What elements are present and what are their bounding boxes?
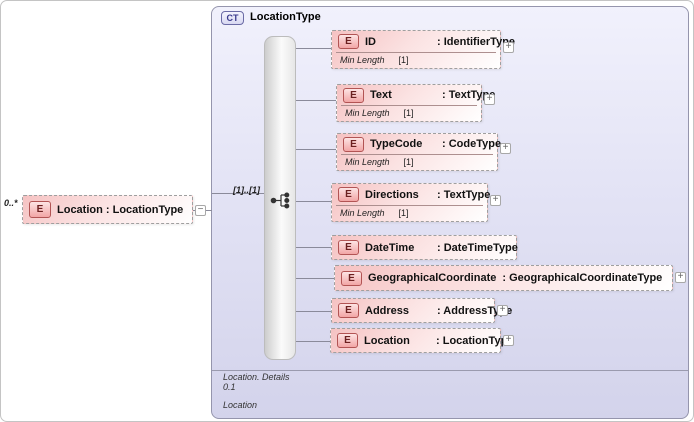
sequence-cardinality-label: [1]..[1] [233,185,260,195]
facet-row: Min Length [1] [341,154,493,170]
element-box[interactable]: E DateTime : DateTimeType [331,235,518,260]
connector-line [296,341,330,342]
element-main: E DateTime : DateTimeType [332,236,518,259]
element-icon: E [338,34,359,49]
element-box[interactable]: E ID : IdentifierType Min Length [1] [331,30,515,69]
element-box[interactable]: E Directions : TextType Min Length [1] [331,183,491,222]
footer-details-label: Location. Details [223,372,290,382]
facet-row: Min Length [1] [336,52,496,68]
footer-occurrence-label: 0.1 [223,382,236,392]
complex-type-badge-icon: CT [221,11,244,25]
sequence-bar[interactable] [264,36,296,360]
element-icon: E [343,87,364,103]
footer-name-label: Location [223,400,258,410]
connector-line [296,278,334,279]
cardinality-label: 0..* [4,198,18,208]
facet-value: [1] [403,157,414,167]
global-element-label: Location : LocationType [57,203,184,216]
expand-button[interactable]: + [484,94,495,105]
element-icon: E [29,201,51,218]
element-box[interactable]: E TypeCode : CodeType Min Length [1] [336,133,501,171]
connector-line [296,247,331,248]
element-type: : AddressType [437,304,513,317]
global-element-box[interactable]: E Location : LocationType [22,195,193,224]
connector-line [212,193,264,194]
facet-value: [1] [398,208,409,218]
element-main: E TypeCode : CodeType [337,134,501,154]
element-icon: E [338,303,359,318]
element-box[interactable]: E Location : LocationType [330,328,513,353]
element-name: DateTime [365,241,415,254]
expand-button[interactable]: + [500,143,511,154]
element-name: Directions [365,188,419,201]
facet-row: Min Length [1] [336,205,483,221]
element-name: Text [370,89,392,101]
element-type: : TextType [442,89,496,101]
element-name: GeographicalCoordinate [368,272,497,284]
element-type: : IdentifierType [437,35,516,48]
complex-type-title: LocationType [250,11,321,23]
facet-row: Min Length [1] [341,105,477,121]
collapse-button[interactable]: − [195,205,206,216]
element-icon: E [338,187,359,202]
element-icon: E [337,333,358,348]
element-icon: E [341,270,362,286]
element-type: : DateTimeType [437,241,518,254]
connector-line [296,149,336,150]
footer-divider [212,370,688,371]
element-type: : GeographicalCoordinateType [502,272,663,284]
expand-button[interactable]: + [503,42,514,53]
element-name: ID [365,35,376,48]
element-main: E Text : TextType [337,85,495,105]
element-main: E ID : IdentifierType [332,31,515,52]
element-main: E Location : LocationType [331,329,513,352]
connector-line [296,48,331,49]
element-type: : LocationType [436,334,514,347]
element-box[interactable]: E GeographicalCoordinate : GeographicalC… [334,265,673,291]
expand-button[interactable]: + [503,335,514,346]
connector-line [296,100,336,101]
expand-button[interactable]: + [675,272,686,283]
element-box[interactable]: E Text : TextType Min Length [1] [336,84,495,122]
facet-name: Min Length [345,108,390,118]
facet-name: Min Length [340,55,385,65]
element-type: : CodeType [442,138,502,150]
element-main: E Address : AddressType [332,299,512,322]
element-main: E Directions : TextType [332,184,491,205]
element-icon: E [338,240,359,255]
facet-value: [1] [398,55,409,65]
element-main: E GeographicalCoordinate : GeographicalC… [335,266,672,290]
facet-value: [1] [403,108,414,118]
element-name: TypeCode [370,138,423,150]
sequence-icon [270,192,290,209]
facet-name: Min Length [340,208,385,218]
connector-line [296,311,331,312]
element-icon: E [343,136,364,152]
connector-line [296,201,331,202]
element-name: Location [364,334,410,347]
facet-name: Min Length [345,157,390,167]
element-name: Address [365,304,410,317]
expand-button[interactable]: + [497,305,508,316]
element-type: : TextType [437,188,491,201]
element-box[interactable]: E Address : AddressType [331,298,512,323]
expand-button[interactable]: + [490,195,501,206]
